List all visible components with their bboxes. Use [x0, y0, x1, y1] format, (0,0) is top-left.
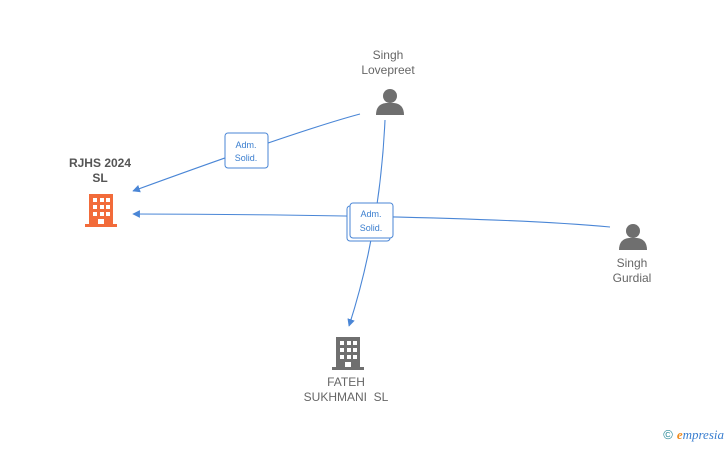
- node-label-line1: Singh: [373, 48, 404, 62]
- relation-label-line1: Adm.: [235, 140, 256, 150]
- edge-lovepreet-to-rjhs: [132, 113, 361, 193]
- node-label-line2: SUKHMANI SL: [304, 390, 389, 404]
- person-icon: [619, 224, 647, 250]
- brand-rest: mpresia: [682, 427, 724, 442]
- node-label-line1: Singh: [617, 256, 648, 270]
- relation-label-center[interactable]: Adm. Solid.: [346, 202, 394, 242]
- node-label-line1: RJHS 2024: [69, 156, 131, 170]
- relation-label-line1: Adm.: [360, 209, 381, 219]
- person-icon: [376, 89, 404, 115]
- empresia-watermark[interactable]: ©empresia: [663, 427, 724, 443]
- building-icon: [332, 337, 364, 370]
- building-icon: [85, 194, 117, 227]
- node-singh-gurdial[interactable]: Singh Gurdial: [613, 224, 652, 285]
- brand-logo: empresia: [677, 427, 724, 442]
- node-label-line2: Lovepreet: [361, 63, 415, 77]
- edge-gurdial-to-rjhs: [132, 210, 611, 228]
- node-rjhs-2024-sl[interactable]: RJHS 2024 SL: [69, 156, 131, 227]
- node-label-line1: FATEH: [327, 375, 365, 389]
- node-singh-lovepreet[interactable]: Singh Lovepreet: [361, 48, 415, 115]
- relation-label-line2: Solid.: [235, 153, 258, 163]
- copyright-icon: ©: [663, 427, 673, 442]
- node-fateh-sukhmani-sl[interactable]: FATEH SUKHMANI SL: [304, 337, 389, 404]
- relation-label-line2: Solid.: [360, 223, 383, 233]
- node-label-line2: Gurdial: [613, 271, 652, 285]
- relation-label-lovepreet-rjhs[interactable]: Adm. Solid.: [224, 132, 269, 169]
- node-label-line2: SL: [92, 171, 107, 185]
- brand-initial: e: [676, 427, 683, 442]
